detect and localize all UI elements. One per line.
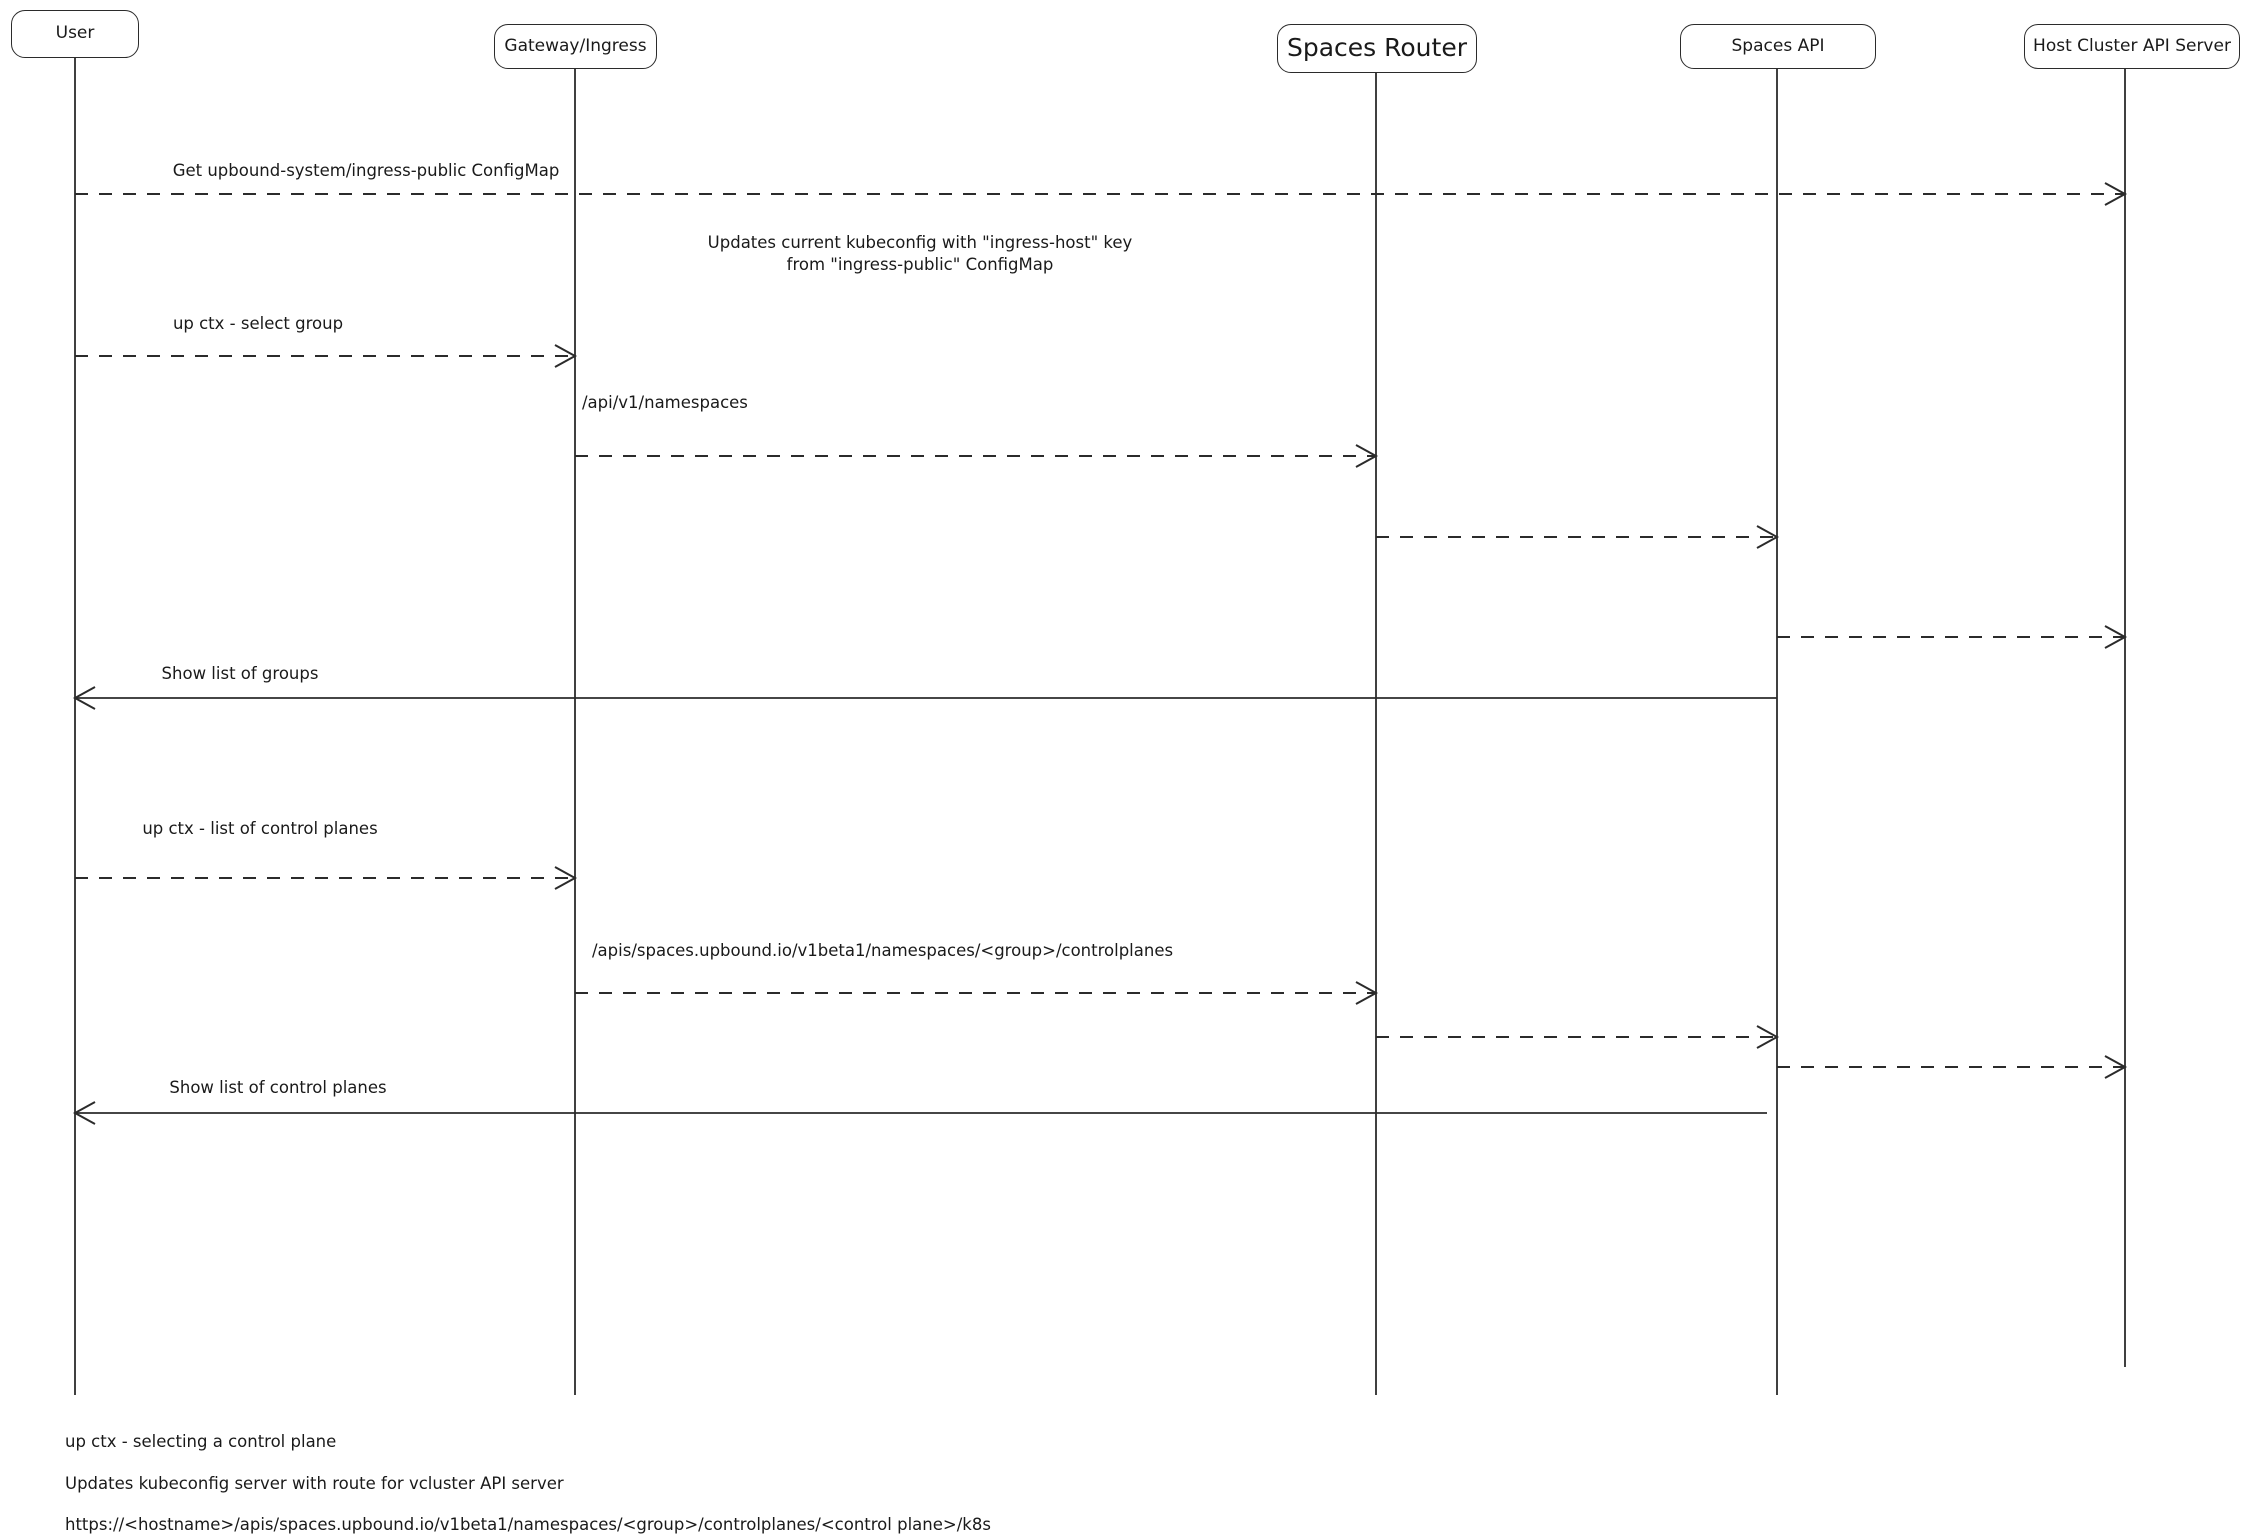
message-label-m3: up ctx - select group	[172, 314, 344, 333]
actor-label-router: Spaces Router	[1286, 33, 1467, 63]
message-label-m4: /api/v1/namespaces	[582, 393, 748, 412]
message-m1	[75, 182, 2128, 206]
arrowhead-m5	[1756, 525, 1780, 549]
message-label-m7: Show list of groups	[161, 664, 319, 683]
arrowhead-m1	[2104, 182, 2128, 206]
actor-label-user: User	[55, 23, 95, 44]
message-label-m2: Updates current kubeconfig with "ingress…	[707, 233, 1133, 274]
message-label-m12: Show list of control planes	[169, 1078, 387, 1097]
message-m5	[1376, 525, 1780, 549]
arrowhead-m6	[2104, 625, 2128, 649]
message-m4	[575, 444, 1379, 468]
footer-note-n1: up ctx - selecting a control plane	[65, 1432, 337, 1451]
arrowhead-m3	[554, 344, 578, 368]
actor-box-gateway[interactable]: Gateway/Ingress	[494, 24, 657, 69]
arrowhead-m8	[554, 866, 578, 890]
message-m10	[1376, 1025, 1780, 1049]
message-m7	[72, 686, 1777, 710]
message-label-m8: up ctx - list of control planes	[142, 819, 378, 838]
message-m6	[1777, 625, 2128, 649]
message-m8	[75, 866, 578, 890]
arrowhead-m11	[2104, 1055, 2128, 1079]
message-label-m9: /apis/spaces.upbound.io/v1beta1/namespac…	[592, 941, 1174, 960]
actor-label-gateway: Gateway/Ingress	[504, 35, 647, 56]
message-m12	[72, 1101, 1767, 1125]
message-m9	[575, 981, 1379, 1005]
actor-label-host_api: Host Cluster API Server	[2033, 35, 2231, 56]
arrowhead-m12	[72, 1101, 96, 1125]
actor-label-spaces_api: Spaces API	[1731, 35, 1825, 56]
message-m3	[75, 344, 578, 368]
actor-box-router[interactable]: Spaces Router	[1277, 24, 1477, 73]
arrowhead-m4	[1355, 444, 1379, 468]
message-m11	[1777, 1055, 2128, 1079]
actor-box-host_api[interactable]: Host Cluster API Server	[2024, 24, 2240, 69]
actor-box-spaces_api[interactable]: Spaces API	[1680, 24, 1876, 69]
actor-box-user[interactable]: User	[11, 10, 139, 58]
footer-note-n3: https://<hostname>/apis/spaces.upbound.i…	[65, 1515, 991, 1534]
arrowhead-m9	[1355, 981, 1379, 1005]
arrowhead-m7	[72, 686, 96, 710]
message-label-m1: Get upbound-system/ingress-public Config…	[172, 161, 560, 180]
arrowhead-m10	[1756, 1025, 1780, 1049]
footer-note-n2: Updates kubeconfig server with route for…	[65, 1474, 564, 1493]
